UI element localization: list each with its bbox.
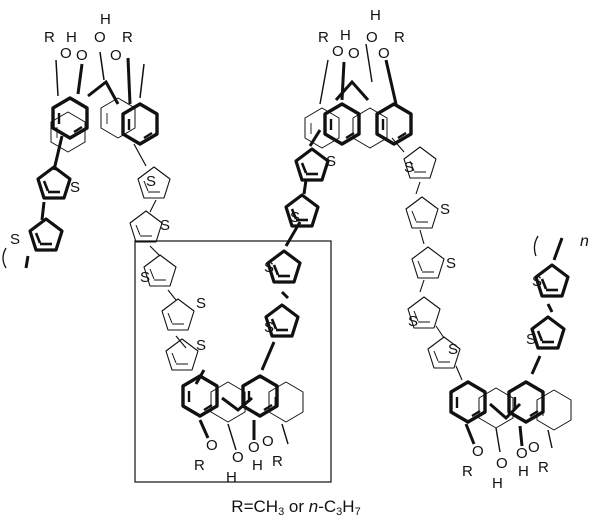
oxygen-label: O	[76, 47, 88, 64]
oxygen-label: O	[262, 433, 274, 450]
oxygen-label: O	[206, 437, 218, 454]
caption-sub: 3	[278, 506, 285, 518]
substituent-caption: R=CH3 or n-C3H7	[0, 497, 592, 518]
sulfur-label: S	[448, 341, 458, 358]
oxygen-label: O	[366, 29, 378, 46]
caption-tail2: H	[342, 497, 355, 516]
oxygen-label: O	[348, 45, 360, 62]
calixarene-bottom-center	[181, 374, 304, 451]
sulfur-label: S	[264, 319, 274, 336]
calixarene-bottom-right	[449, 380, 572, 453]
oxygen-label: O	[516, 445, 528, 462]
caption-mid: or	[284, 497, 309, 516]
hydrogen-label: H	[340, 27, 351, 44]
caption-tail: -C	[318, 497, 337, 516]
hydrogen-label: H	[100, 11, 111, 28]
oxygen-label: O	[110, 47, 122, 64]
caption-sub: 3	[336, 506, 343, 518]
repeat-unit-n: n	[580, 233, 589, 250]
r-group-label: R	[462, 463, 473, 480]
sulfur-label: S	[440, 201, 450, 218]
oxygen-label: O	[232, 449, 244, 466]
hydrogen-label: H	[226, 469, 237, 486]
oxygen-label: O	[496, 455, 508, 472]
r-group-label: R	[272, 453, 283, 470]
caption-sub: 7	[354, 506, 361, 518]
r-group-label: R	[394, 29, 405, 46]
sulfur-label: S	[160, 217, 170, 234]
sulfur-label: S	[526, 331, 536, 348]
sulfur-label: S	[196, 337, 206, 354]
hydrogen-label: H	[492, 475, 503, 492]
sulfur-label: S	[290, 209, 300, 226]
sulfur-label: S	[404, 159, 414, 176]
r-group-label: R	[44, 29, 55, 46]
oxygen-label: O	[378, 45, 390, 62]
sulfur-label: S	[10, 231, 20, 248]
sulfur-label: S	[140, 269, 150, 286]
caption-lead: R=CH	[231, 497, 279, 516]
calixarene-top-right	[304, 43, 413, 149]
caption-italic: n	[308, 497, 319, 516]
oxygen-label: O	[528, 439, 540, 456]
oxygen-label: O	[60, 45, 72, 62]
sulfur-label: S	[446, 255, 456, 272]
oxygen-label: O	[332, 43, 344, 60]
sulfur-label: S	[196, 295, 206, 312]
hydrogen-label: H	[66, 29, 77, 46]
calixarene-top-left	[50, 51, 159, 153]
oxygen-label: O	[472, 443, 484, 460]
oxygen-label: O	[94, 29, 106, 46]
r-group-label: R	[538, 459, 549, 476]
highlight-frame	[134, 240, 332, 483]
hydrogen-label: H	[252, 457, 263, 474]
r-group-label: R	[194, 457, 205, 474]
sulfur-label: S	[264, 259, 274, 276]
sulfur-label: S	[70, 179, 80, 196]
sulfur-label: S	[408, 313, 418, 330]
oxygen-label: O	[248, 439, 260, 456]
hydrogen-label: H	[518, 463, 529, 480]
sulfur-label: S	[532, 273, 542, 290]
r-group-label: R	[318, 29, 329, 46]
hydrogen-label: H	[370, 7, 381, 24]
sulfur-label: S	[326, 153, 336, 170]
sulfur-label: S	[146, 173, 156, 190]
r-group-label: R	[122, 29, 133, 46]
